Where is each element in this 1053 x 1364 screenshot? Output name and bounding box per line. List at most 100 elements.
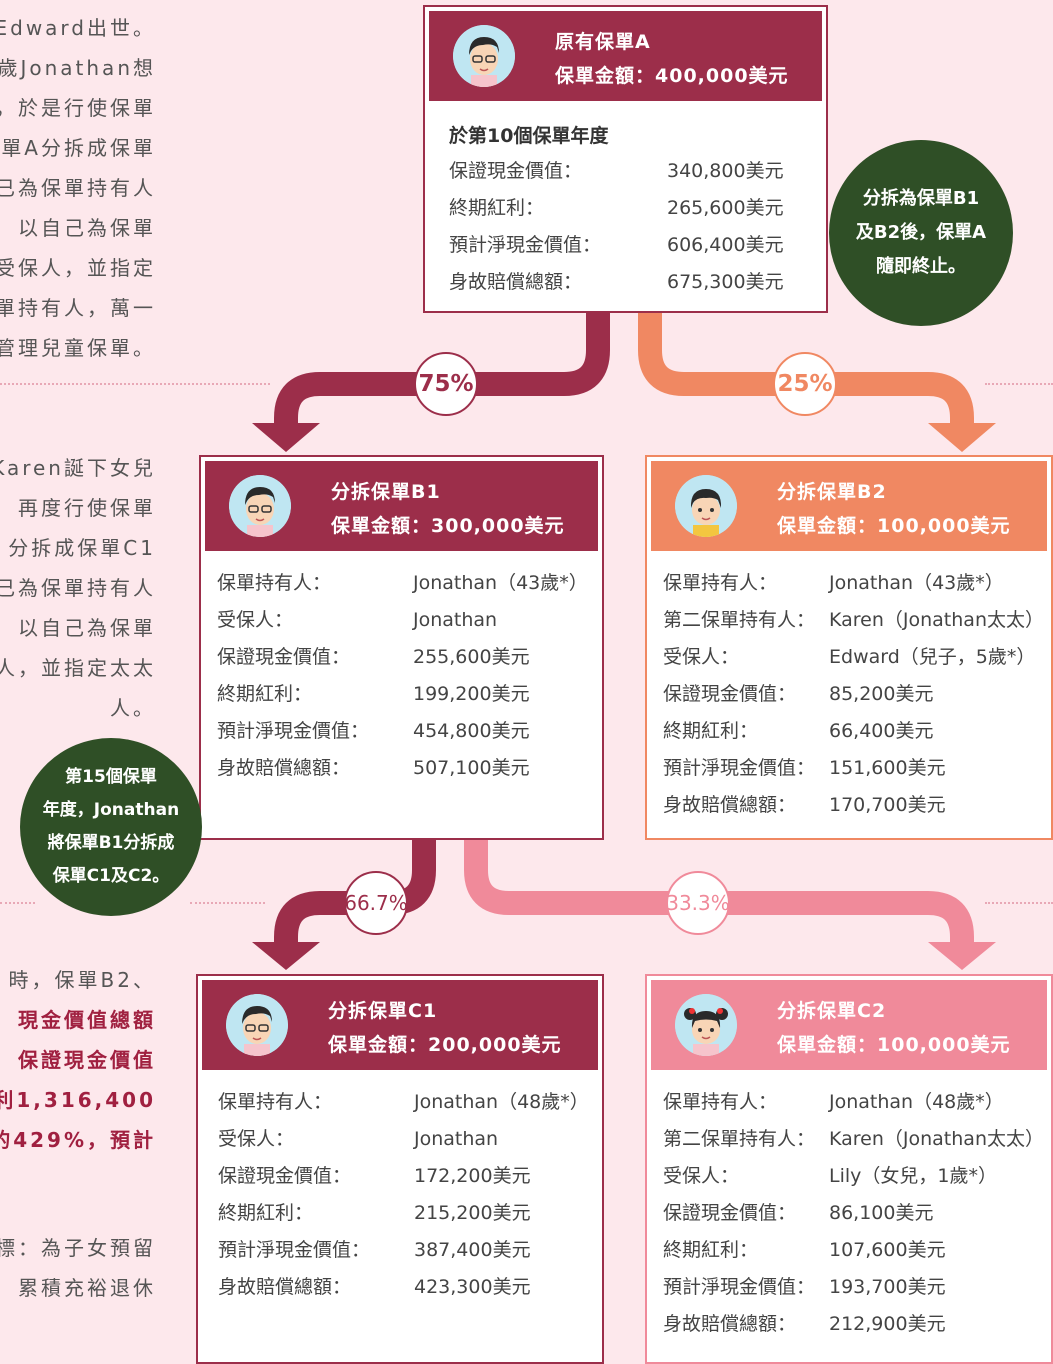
text-line: 以自己為保單 bbox=[18, 616, 156, 640]
policy-c2-amount: 保單金額：100,000美元 bbox=[777, 1034, 1011, 1056]
row-label: 受保人： bbox=[217, 609, 294, 631]
text-line: 己為保單持有人 bbox=[0, 576, 156, 600]
policy-b2-amount: 保單金額：100,000美元 bbox=[777, 515, 1011, 537]
text-line-highlight: 紅利1,316,400 bbox=[0, 1088, 156, 1112]
avatar-lily-icon bbox=[675, 994, 737, 1056]
policy-a-title: 原有保單A bbox=[555, 31, 651, 53]
note-bubble-split-a: 分拆為保單B1 及B2後，保單A 隨即終止。 bbox=[829, 140, 1013, 326]
avatar-jonathan-icon bbox=[453, 25, 515, 87]
row-label: 預計淨現金價值： bbox=[218, 1239, 371, 1261]
row-label: 保證現金價值： bbox=[663, 683, 797, 705]
row-value: 66,400美元 bbox=[829, 720, 934, 742]
policy-b2-header: 分拆保單B2 保單金額：100,000美元 bbox=[651, 461, 1047, 551]
bubble-line: 年度，Jonathan bbox=[42, 800, 180, 820]
text-line: 人。 bbox=[110, 696, 156, 720]
row-label: 身故賠償總額： bbox=[663, 794, 797, 816]
policy-b1-title: 分拆保單B1 bbox=[331, 481, 441, 503]
policy-b1-card: 分拆保單B1 保單金額：300,000美元 保單持有人：Jonathan（43歲… bbox=[199, 455, 604, 840]
text-line: 3歲Jonathan想 bbox=[0, 56, 156, 80]
row-value: 606,400美元 bbox=[667, 234, 784, 256]
text-line: 分拆成保單C1 bbox=[8, 536, 156, 560]
row-value: Jonathan（43歲*） bbox=[829, 572, 1004, 594]
text-line-mixed: 的429%，預計 bbox=[0, 1120, 156, 1160]
row-label: 身故賠償總額： bbox=[218, 1276, 352, 1298]
policy-b2-card: 分拆保單B2 保單金額：100,000美元 保單持有人： Jonathan（43歲… bbox=[645, 455, 1053, 840]
avatar-jonathan-icon bbox=[226, 994, 288, 1056]
row-value: 151,600美元 bbox=[829, 757, 946, 779]
percent-badge-b2: 25% bbox=[773, 352, 837, 416]
row-label: 保單持有人： bbox=[218, 1091, 333, 1113]
row-value: 193,700美元 bbox=[829, 1276, 946, 1298]
row-value: Edward（兒子，5歲*） bbox=[829, 646, 1036, 668]
percent-badge-c2: 33.3% bbox=[666, 871, 730, 935]
bubble-line: 隨即終止。 bbox=[876, 256, 966, 277]
text-line: 時，保單B2、 bbox=[8, 968, 156, 992]
row-value: 265,600美元 bbox=[667, 197, 784, 219]
row-value: 215,200美元 bbox=[414, 1202, 531, 1224]
row-value: Karen（Jonathan太太） bbox=[829, 609, 1044, 631]
row-label: 身故賠償總額： bbox=[449, 271, 583, 293]
policy-c2-header: 分拆保單C2 保單金額：100,000美元 bbox=[651, 980, 1047, 1070]
row-value: Jonathan（48歲*） bbox=[414, 1091, 589, 1113]
row-label: 終期紅利： bbox=[663, 1239, 759, 1261]
arrow-b1-c1-head bbox=[252, 942, 320, 970]
text-line-highlight: 保證現金價值 bbox=[18, 1048, 156, 1072]
policy-c1-title: 分拆保單C1 bbox=[328, 1000, 438, 1022]
row-value: 199,200美元 bbox=[413, 683, 530, 705]
row-label: 預計淨現金價值： bbox=[663, 757, 816, 779]
left-text-block-1: 子Edward出世。 3歲Jonathan想 ，於是行使保單 單A分拆成保單 已… bbox=[0, 8, 156, 368]
row-value: 172,200美元 bbox=[414, 1165, 531, 1187]
row-label: 終期紅利： bbox=[449, 197, 545, 219]
row-label: 預計淨現金價值： bbox=[217, 720, 370, 742]
dotted-divider bbox=[0, 902, 35, 904]
left-text-block-4: 標：為子女預留 累積充裕退休 bbox=[0, 1228, 156, 1308]
note-bubble-split-b1: 第15個保單 年度，Jonathan 將保單B1分拆成 保單C1及C2。 bbox=[20, 738, 202, 916]
row-label: 第二保單持有人： bbox=[663, 1128, 816, 1150]
text-line: 受保人，並指定 bbox=[0, 256, 156, 280]
row-label: 終期紅利： bbox=[663, 720, 759, 742]
percent-badge-c1: 66.7% bbox=[344, 871, 408, 935]
row-label: 身故賠償總額： bbox=[217, 757, 351, 779]
row-value: 387,400美元 bbox=[414, 1239, 531, 1261]
bubble-line: 分拆為保單B1 bbox=[862, 188, 980, 209]
row-label: 身故賠償總額： bbox=[663, 1313, 797, 1335]
policy-a-amount: 保單金額：400,000美元 bbox=[555, 65, 789, 87]
row-value: Jonathan bbox=[414, 1128, 499, 1150]
row-label: 預計淨現金價值： bbox=[449, 234, 602, 256]
row-value: 454,800美元 bbox=[413, 720, 530, 742]
policy-c1-header: 分拆保單C1 保單金額：200,000美元 bbox=[202, 980, 598, 1070]
row-label: 保證現金價值： bbox=[217, 646, 351, 668]
row-value: 170,700美元 bbox=[829, 794, 946, 816]
row-label: 保單持有人： bbox=[663, 1091, 778, 1113]
bubble-line: 將保單B1分拆成 bbox=[47, 833, 175, 853]
policy-b1-amount: 保單金額：300,000美元 bbox=[331, 515, 565, 537]
dotted-divider bbox=[985, 383, 1053, 385]
dotted-divider bbox=[190, 902, 265, 904]
text-line: 單持有人，萬一 bbox=[0, 296, 156, 320]
arrow-b1-c2-head bbox=[928, 942, 996, 970]
left-text-block-3: 時，保單B2、 現金價值總額 保證現金價值 紅利1,316,400 的429%，… bbox=[0, 960, 156, 1160]
row-label: 預計淨現金價值： bbox=[663, 1276, 816, 1298]
bubble-line: 第15個保單 bbox=[65, 767, 157, 787]
policy-a-section-title: 於第10個保單年度 bbox=[449, 125, 609, 147]
dotted-divider bbox=[985, 902, 1053, 904]
row-label: 保單持有人： bbox=[663, 572, 778, 594]
row-value: 107,600美元 bbox=[829, 1239, 946, 1261]
row-label: 第二保單持有人： bbox=[663, 609, 816, 631]
policy-b1-header: 分拆保單B1 保單金額：300,000美元 bbox=[205, 461, 598, 551]
arrow-a-b1-head bbox=[252, 423, 320, 452]
policy-c2-title: 分拆保單C2 bbox=[777, 1000, 887, 1022]
row-label: 終期紅利： bbox=[217, 683, 313, 705]
row-value: 507,100美元 bbox=[413, 757, 530, 779]
avatar-jonathan-icon bbox=[229, 475, 291, 537]
row-label: 受保人： bbox=[663, 1165, 740, 1187]
row-label: 保證現金價值： bbox=[449, 160, 583, 182]
row-value: 340,800美元 bbox=[667, 160, 784, 182]
text-line: ，於是行使保單 bbox=[0, 96, 156, 120]
row-label: 受保人： bbox=[663, 646, 740, 668]
policy-c2-card: 分拆保單C2 保單金額：100,000美元 保單持有人：Jonathan（48歲… bbox=[645, 974, 1053, 1364]
row-value: Karen（Jonathan太太） bbox=[829, 1128, 1044, 1150]
policy-a-card: 原有保單A 保單金額：400,000美元 於第10個保單年度 保證現金價值： 34… bbox=[423, 5, 828, 313]
arrow-a-b2-head bbox=[928, 423, 996, 452]
row-label: 受保人： bbox=[218, 1128, 295, 1150]
